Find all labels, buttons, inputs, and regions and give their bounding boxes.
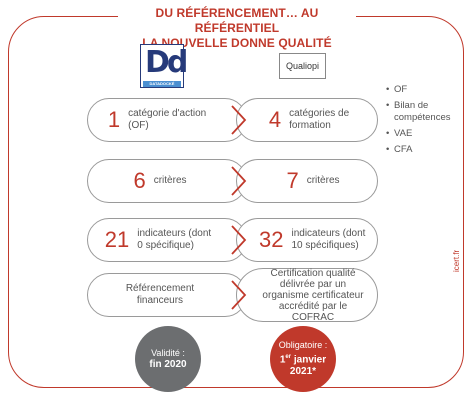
category-list: OF Bilan de compétences VAE CFA [386, 84, 466, 160]
list-item: CFA [386, 144, 466, 156]
validity-circle: Validité : fin 2020 [135, 326, 201, 392]
watermark: icert.fr [452, 249, 461, 272]
right-number: 32 [259, 227, 284, 252]
left-label: Référencement financeurs [125, 283, 195, 306]
list-item: OF [386, 84, 466, 96]
right-number: 4 [268, 107, 282, 132]
datadock-mark: Dd [145, 45, 188, 80]
validity-label: Validité : [151, 347, 185, 358]
list-item: VAE [386, 128, 466, 140]
right-label: critères [306, 175, 340, 186]
left-label: indicateurs (dont 0 spécifique) [137, 228, 212, 251]
mandatory-year: 2021* [289, 366, 317, 378]
left-label: catégorie d'action (OF) [128, 108, 207, 131]
list-item: Bilan de compétences [386, 100, 466, 124]
qualiopi-logo: Qualiopi [279, 53, 326, 79]
right-label: Certification qualité délivrée par un or… [262, 267, 364, 323]
right-pill-certification: Certification qualité délivrée par un or… [236, 267, 378, 323]
title-line-2: LA NOUVELLE DONNE QUALITÉ [142, 36, 332, 50]
left-pill-criteria: 6 critères [87, 159, 247, 203]
mandatory-circle: Obligatoire : 1er janvier 2021* [270, 326, 336, 392]
mandatory-date: 1er janvier [280, 351, 326, 366]
title-line-1: DU RÉFÉRENCEMENT… AU RÉFÉRENTIEL [155, 6, 319, 35]
left-number: 21 [104, 227, 130, 252]
chevron-right-icon [231, 225, 247, 255]
validity-value: fin 2020 [149, 358, 187, 370]
datadock-logo: Dd DATADOCKÉ [140, 44, 188, 88]
right-pill-criteria: 7 critères [236, 159, 378, 203]
right-number: 7 [286, 168, 299, 193]
datadock-badge: DATADOCKÉ [143, 81, 181, 87]
page-title: DU RÉFÉRENCEMENT… AU RÉFÉRENTIEL LA NOUV… [118, 6, 356, 51]
chevron-right-icon [231, 280, 247, 310]
right-label: indicateurs (dont 10 spécifiques) [291, 228, 366, 251]
right-pill-indicators: 32 indicateurs (dont 10 spécifiques) [236, 218, 378, 262]
left-number: 1 [107, 107, 121, 132]
chevron-right-icon [231, 105, 247, 135]
right-label: catégories de formation [289, 108, 350, 131]
right-pill-categories: 4 catégories de formation [236, 98, 378, 142]
chevron-right-icon [231, 166, 247, 196]
mandatory-label: Obligatoire : [278, 339, 328, 350]
mandatory-day-suffix: er [285, 353, 292, 360]
left-pill-actions: 1 catégorie d'action (OF) [87, 98, 247, 142]
left-pill-referencing: Référencement financeurs [87, 273, 247, 317]
mandatory-month: janvier [291, 354, 327, 366]
left-label: critères [153, 175, 187, 186]
mandatory-day: 1 [279, 354, 286, 366]
left-number: 6 [133, 168, 146, 193]
left-pill-indicators: 21 indicateurs (dont 0 spécifique) [87, 218, 247, 262]
